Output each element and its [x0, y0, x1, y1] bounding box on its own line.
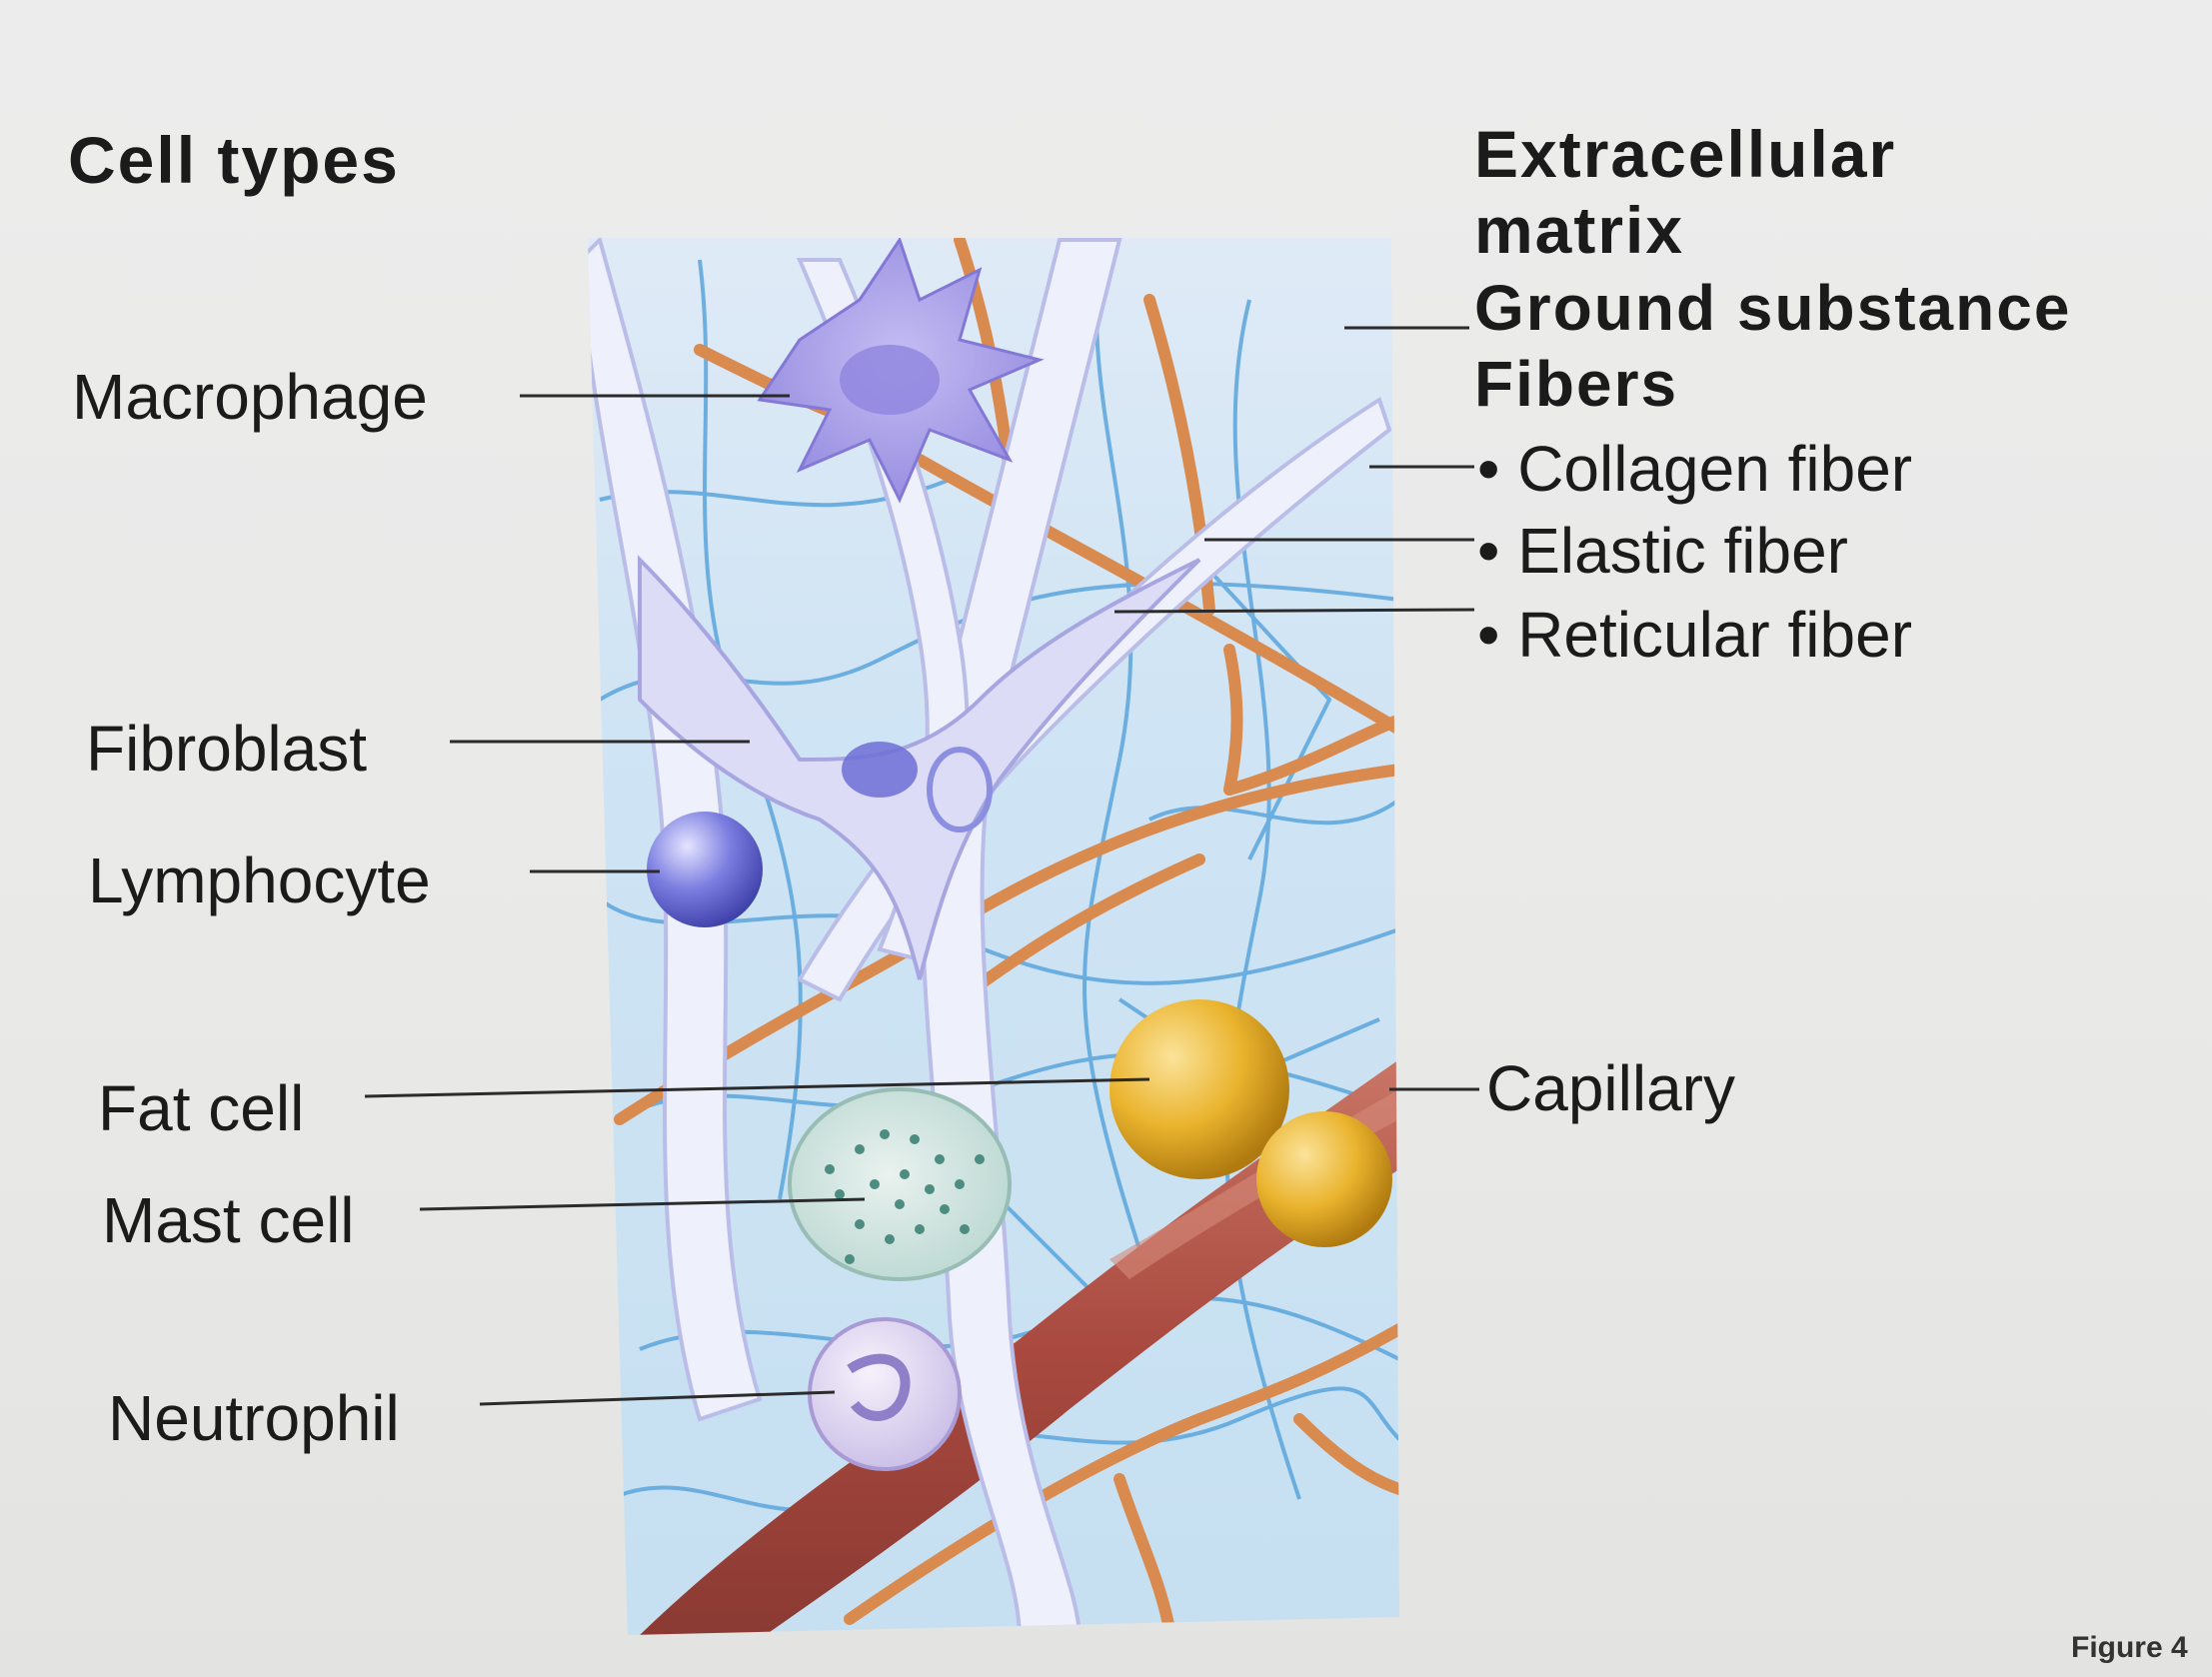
- fat-cell-small: [1256, 1111, 1392, 1247]
- reticular-fiber-label: • Reticular fiber: [1477, 599, 1912, 671]
- leader-neutrophil: [479, 1390, 836, 1406]
- fibers-label: Fibers: [1474, 348, 1679, 420]
- mast-cell-label: Mast cell: [102, 1184, 355, 1256]
- extracellular-matrix-heading-line2: matrix: [1474, 193, 1685, 267]
- ground-substance-label: Ground substance: [1474, 272, 2072, 344]
- macrophage-label: Macrophage: [72, 361, 428, 433]
- extracellular-matrix-heading-line1: Extracellular: [1474, 117, 1897, 191]
- elastic-fiber-label: • Elastic fiber: [1477, 515, 1848, 587]
- cell-types-heading: Cell types: [68, 123, 400, 197]
- lymphocyte: [647, 812, 763, 927]
- fat-cell-label: Fat cell: [98, 1072, 305, 1144]
- lymphocyte-label: Lymphocyte: [88, 844, 431, 916]
- figure-caption: Figure 4: [2071, 1631, 2188, 1664]
- collagen-fiber-label: • Collagen fiber: [1477, 433, 1913, 505]
- leader-reticular-fiber: [1113, 608, 1475, 614]
- macrophage: [757, 238, 1045, 504]
- elastic-fibers: [614, 238, 1399, 1635]
- capillary-label: Capillary: [1486, 1052, 1735, 1124]
- fat-cell-large: [1109, 999, 1289, 1179]
- leader-mast-cell: [419, 1197, 866, 1211]
- fibroblast-label: Fibroblast: [86, 713, 367, 785]
- neutrophil-label: Neutrophil: [108, 1382, 400, 1454]
- mast-cell: [788, 1087, 1012, 1281]
- neutrophil: [808, 1317, 962, 1471]
- leader-fat-cell: [364, 1077, 1150, 1098]
- fibroblast: [638, 555, 1201, 980]
